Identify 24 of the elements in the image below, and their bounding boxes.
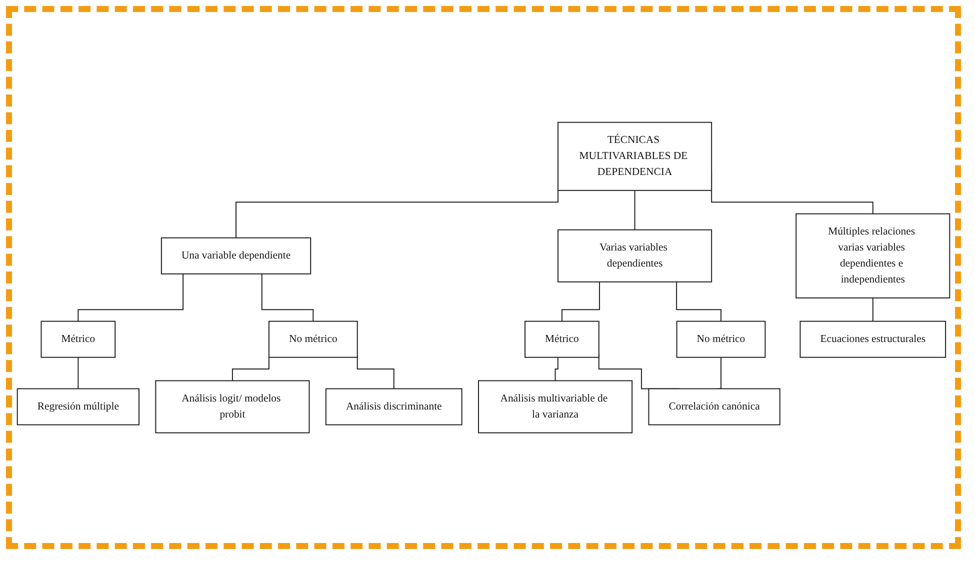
node-box: Una variable dependiente (160, 237, 312, 274)
node-box: Varias variables dependientes (558, 229, 712, 282)
connector (356, 355, 394, 390)
node-box: Análisis logit/ modelos probit (155, 380, 310, 434)
node-box: TÉCNICAS MULTIVARIABLES DE DEPENDENCIA (558, 122, 712, 191)
connector (634, 190, 636, 230)
connector (872, 297, 874, 322)
node-box: Análisis multivariable de la varianza (478, 380, 633, 434)
connector (676, 281, 722, 322)
connector (232, 355, 270, 382)
node-box: No métrico (676, 320, 766, 358)
connector (78, 356, 79, 390)
node-box: Correlación canónica (648, 388, 780, 426)
node-box: Métrico (40, 320, 116, 358)
connector (261, 273, 314, 322)
node-box: No métrico (268, 320, 358, 358)
connector (78, 273, 184, 322)
connector (554, 356, 558, 382)
node-box: Métrico (524, 320, 600, 358)
node-box: Múltiples relaciones varias variables dependientes e independientes (796, 213, 950, 298)
node-box: Análisis discriminante (325, 388, 462, 426)
node-box: Regresión múltiple (16, 388, 140, 426)
connector (561, 281, 600, 322)
node-box: Ecuaciones estructurales (800, 320, 946, 358)
